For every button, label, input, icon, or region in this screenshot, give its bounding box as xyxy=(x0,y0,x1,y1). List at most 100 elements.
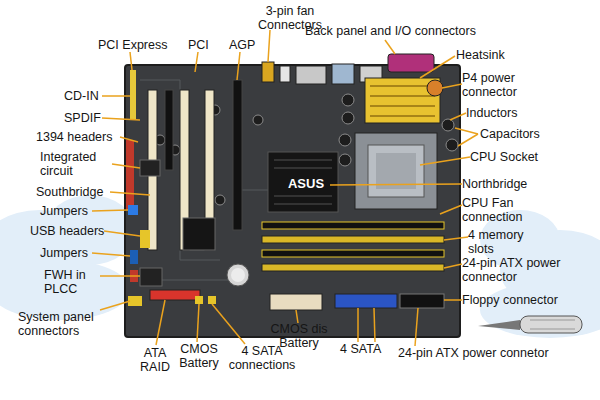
cpu-socket xyxy=(376,153,416,189)
leader-line xyxy=(374,308,375,342)
leader-line xyxy=(444,299,462,301)
leader-line xyxy=(357,308,359,342)
expansion-slot xyxy=(165,90,173,170)
capacitor xyxy=(253,115,263,125)
vrm-heatsink xyxy=(370,86,435,116)
callout-label: FWH in PLCC xyxy=(44,268,102,296)
callout-label: 24-pin ATX power connector xyxy=(462,256,572,284)
leader-line xyxy=(420,56,455,78)
expansion-slot xyxy=(233,80,242,230)
chip xyxy=(183,218,215,250)
expansion-slot xyxy=(126,70,242,250)
leader-line xyxy=(100,301,130,310)
capacitor xyxy=(342,112,354,124)
leader-line xyxy=(444,264,462,268)
cpu-socket xyxy=(355,133,437,209)
screwdriver xyxy=(478,316,582,333)
leader-line xyxy=(92,30,478,346)
circuit-board xyxy=(125,65,460,337)
northbridge-heatsink xyxy=(268,152,338,212)
back-panel xyxy=(388,54,434,72)
back-panel xyxy=(280,66,290,82)
callout-label: Northbridge xyxy=(462,177,552,191)
bottom-connector xyxy=(335,294,397,308)
capacitor xyxy=(155,94,458,205)
leader-line xyxy=(102,95,130,97)
leader-line xyxy=(458,134,478,146)
cpu-socket xyxy=(368,145,424,197)
memory-slot xyxy=(262,236,444,243)
bottom-connector xyxy=(270,294,322,310)
chip xyxy=(130,250,138,264)
chip xyxy=(140,230,150,248)
callout-label: Jumpers xyxy=(40,246,100,260)
leader-line xyxy=(296,310,298,323)
capacitor xyxy=(339,134,351,146)
northbridge-heatsink xyxy=(268,152,338,212)
leader-line xyxy=(450,113,466,120)
back-panel xyxy=(296,66,326,84)
back-panel xyxy=(332,64,354,84)
bottom-connector xyxy=(400,294,444,308)
cmos-battery xyxy=(227,264,249,286)
capacitor xyxy=(446,139,458,151)
chip xyxy=(128,205,138,215)
bottom-connector xyxy=(128,296,142,306)
leader-line xyxy=(385,40,395,54)
leader-line xyxy=(102,118,140,120)
bottom-connector xyxy=(150,290,200,300)
callout-label: ASUS xyxy=(278,177,334,191)
screwdriver xyxy=(530,320,575,329)
callout-label: Back panel and I/O connectors xyxy=(305,24,495,38)
leader-line xyxy=(237,52,240,80)
callout-label: Southbridge xyxy=(36,185,116,199)
leader-line xyxy=(455,128,478,134)
capacitor xyxy=(339,154,351,166)
callout-label: System panel connectors xyxy=(18,310,102,338)
callout-label: AGP xyxy=(229,38,269,52)
leader-line xyxy=(130,52,132,70)
expansion-slot xyxy=(130,70,136,120)
memory-slot xyxy=(262,222,444,229)
screwdriver xyxy=(520,316,582,333)
back-panel xyxy=(262,62,274,82)
callout-label: CPU Fan connection xyxy=(462,196,534,224)
callout-label: CMOS dis Battery xyxy=(268,322,330,350)
leader-line xyxy=(330,184,462,185)
leader-line xyxy=(92,210,128,211)
leader-line xyxy=(104,231,140,236)
chip xyxy=(140,160,160,176)
capacitor xyxy=(215,195,225,205)
bottom-connector xyxy=(195,296,203,304)
callout-label: Jumpers xyxy=(40,204,100,218)
callout-label: Inductors xyxy=(466,106,546,120)
cpu-socket xyxy=(355,133,437,209)
leader-line xyxy=(440,205,462,214)
callout-label: SPDIF xyxy=(64,111,114,125)
chip xyxy=(140,268,162,286)
leader-line xyxy=(110,192,150,195)
capacitor xyxy=(442,119,454,131)
leader-line xyxy=(444,237,468,240)
bottom-connector xyxy=(128,290,444,310)
callout-label: CMOS Battery xyxy=(174,342,224,370)
bottom-connector xyxy=(208,296,216,304)
callout-label: P4 power connector xyxy=(462,71,542,99)
callout-label: CPU Socket xyxy=(470,150,560,164)
callout-label: PCI xyxy=(188,38,218,52)
callout-label: 4 memory slots xyxy=(468,228,534,256)
cloud xyxy=(480,282,600,338)
circuit-board xyxy=(125,65,460,337)
callout-label: Integrated circuit xyxy=(40,150,114,178)
leader-line xyxy=(92,253,130,256)
callout-label: ATA RAID xyxy=(133,346,177,374)
callout-label: USB headers xyxy=(30,224,110,238)
vrm-heatsink xyxy=(427,80,443,96)
cmos-battery xyxy=(227,264,249,286)
callout-label: 4 SATA xyxy=(340,342,390,356)
leader-line xyxy=(195,52,198,72)
leader-line xyxy=(268,30,270,62)
screwdriver xyxy=(478,320,520,330)
leader-line xyxy=(156,300,165,345)
